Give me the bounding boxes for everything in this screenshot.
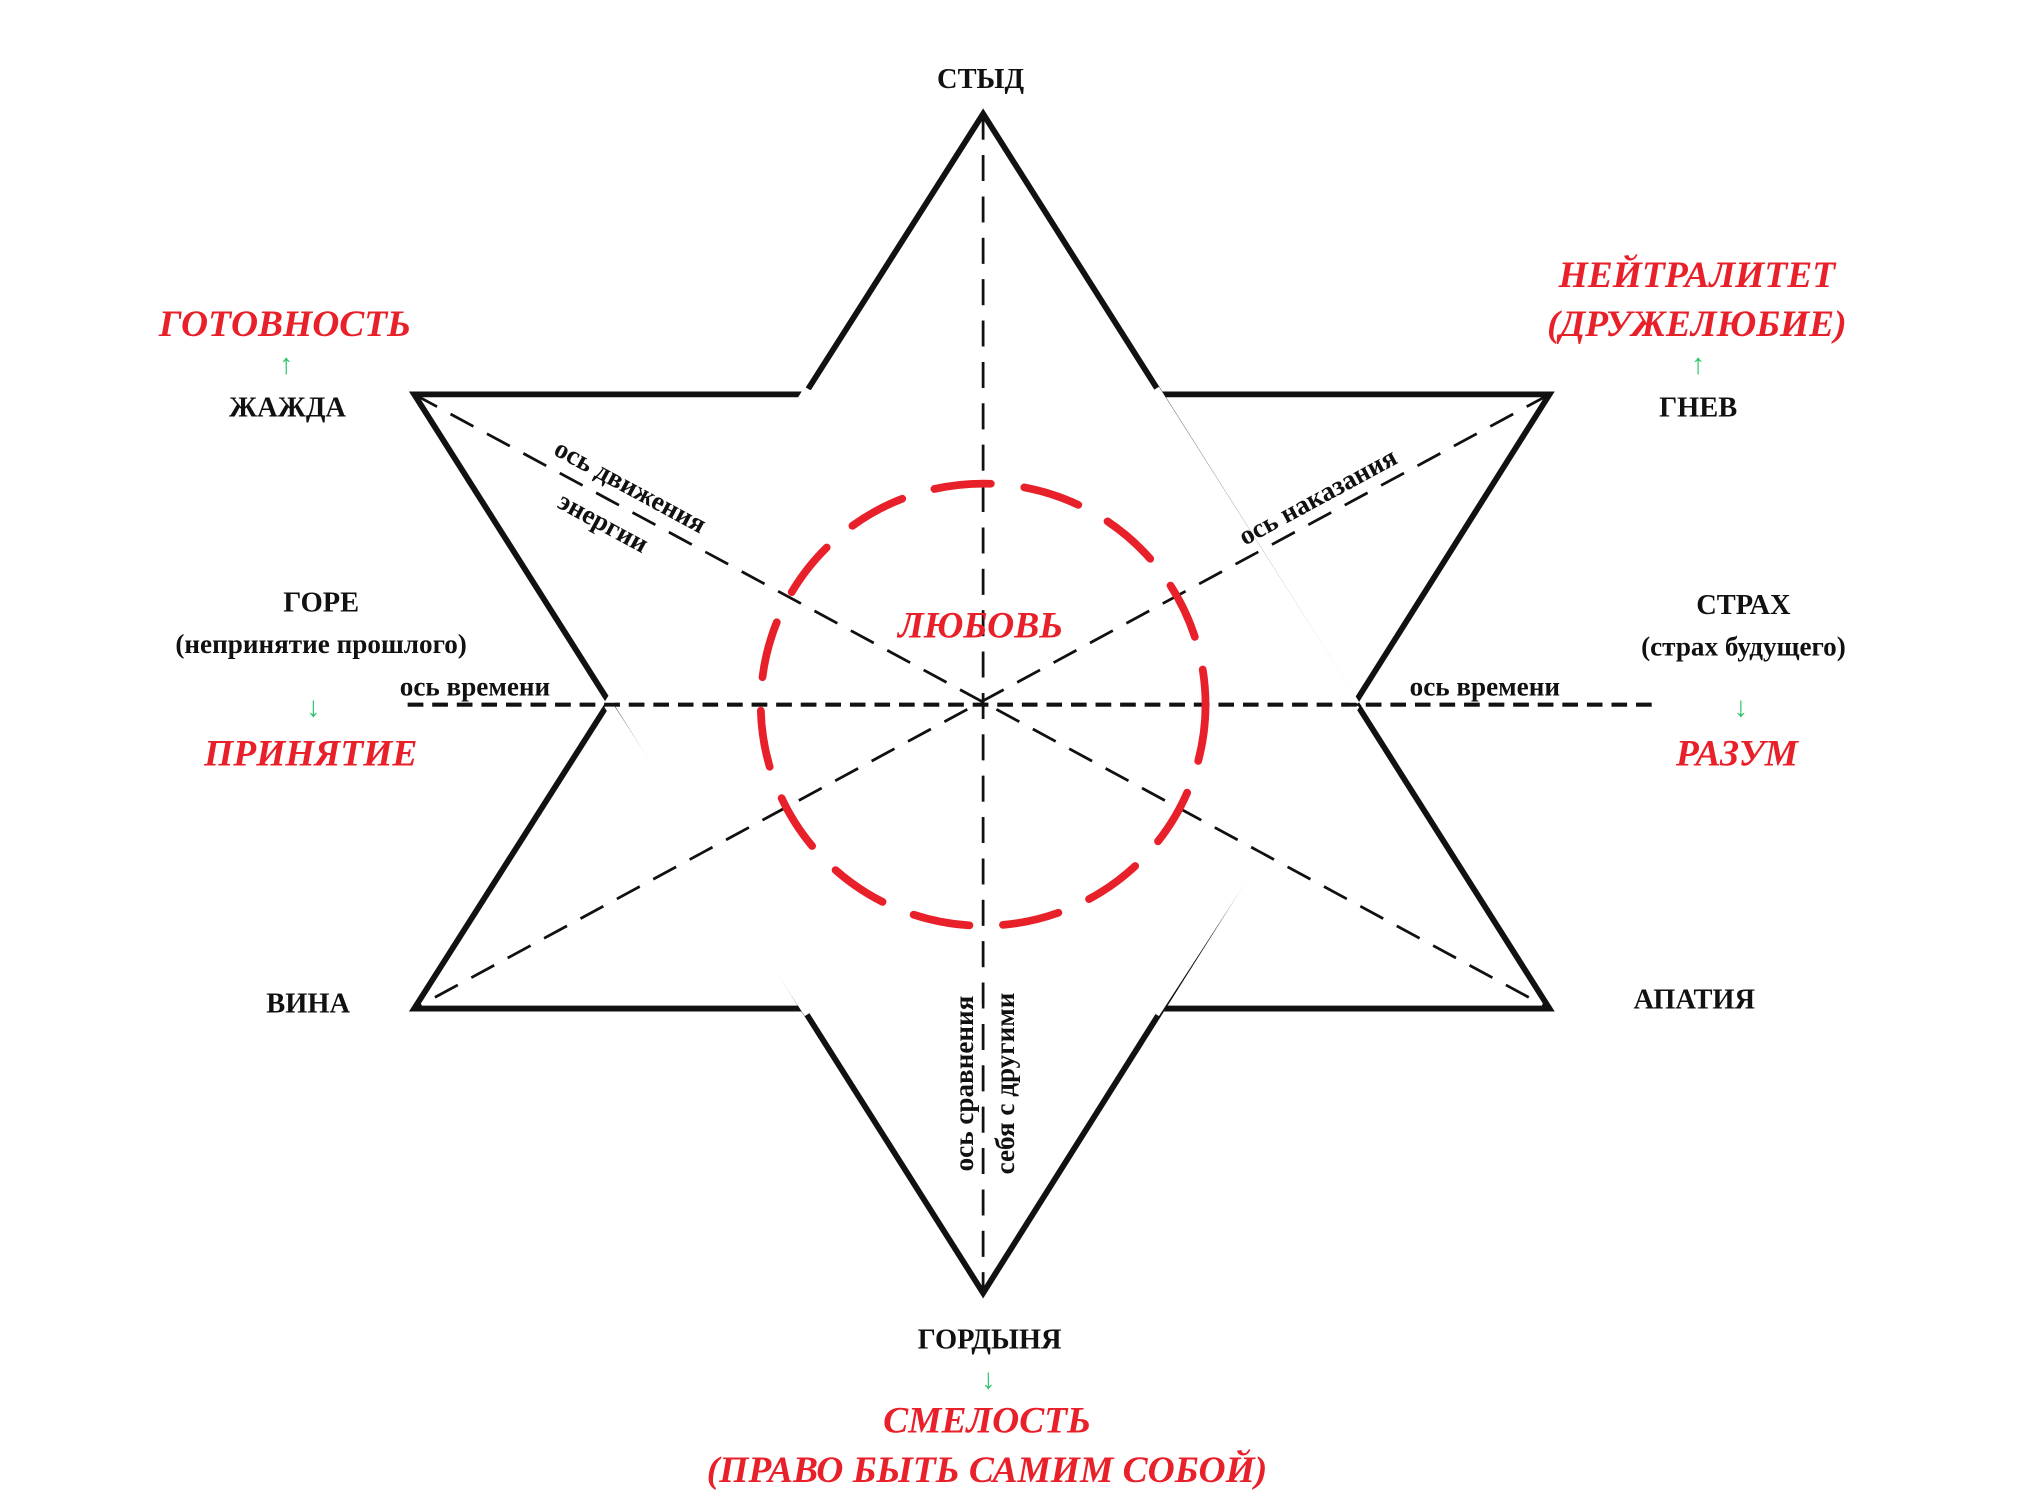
- arrow-down-icon: ↓: [981, 1365, 995, 1396]
- target-friendliness: (ДРУЖЕЛЮБИЕ): [1547, 304, 1847, 345]
- label-comparison-axis-2: себя с другими: [990, 993, 1020, 1175]
- arrow-up-icon: ↑: [279, 350, 293, 381]
- target-courage: СМЕЛОСТЬ: [883, 1401, 1091, 1442]
- target-right-to-be-yourself: (ПРАВО БЫТЬ САМИМ СОБОЙ): [707, 1448, 1267, 1491]
- label-time-axis-left: ось времени: [400, 672, 550, 702]
- label-punishment-axis: ось наказания: [1233, 441, 1401, 551]
- label-grief-sub: (непринятие прошлого): [175, 629, 466, 659]
- label-pride: ГОРДЫНЯ: [918, 1325, 1062, 1356]
- arrow-up-icon: ↑: [1691, 350, 1705, 381]
- label-anger: ГНЕВ: [1659, 392, 1737, 423]
- target-readiness: ГОТОВНОСТЬ: [158, 304, 411, 345]
- label-shame: СТЫД: [937, 64, 1024, 95]
- label-guilt: ВИНА: [266, 988, 350, 1019]
- target-reason: РАЗУМ: [1675, 733, 1800, 774]
- target-neutrality: НЕЙТРАЛИТЕТ: [1558, 253, 1838, 296]
- label-time-axis-right: ось времени: [1410, 672, 1560, 702]
- label-apathy: АПАТИЯ: [1633, 985, 1755, 1016]
- label-thirst: ЖАЖДА: [229, 392, 346, 423]
- label-love: ЛЮБОВЬ: [896, 605, 1063, 646]
- label-fear: СТРАХ: [1696, 590, 1791, 621]
- arrow-down-icon: ↓: [306, 692, 320, 723]
- label-fear-sub: (страх будущего): [1641, 632, 1846, 662]
- arrow-down-icon: ↓: [1734, 692, 1748, 723]
- label-grief: ГОРЕ: [283, 588, 359, 619]
- target-acceptance: ПРИНЯТИЕ: [203, 733, 417, 774]
- label-comparison-axis: ось сравнения: [949, 996, 979, 1172]
- love-circle: [756, 479, 1210, 930]
